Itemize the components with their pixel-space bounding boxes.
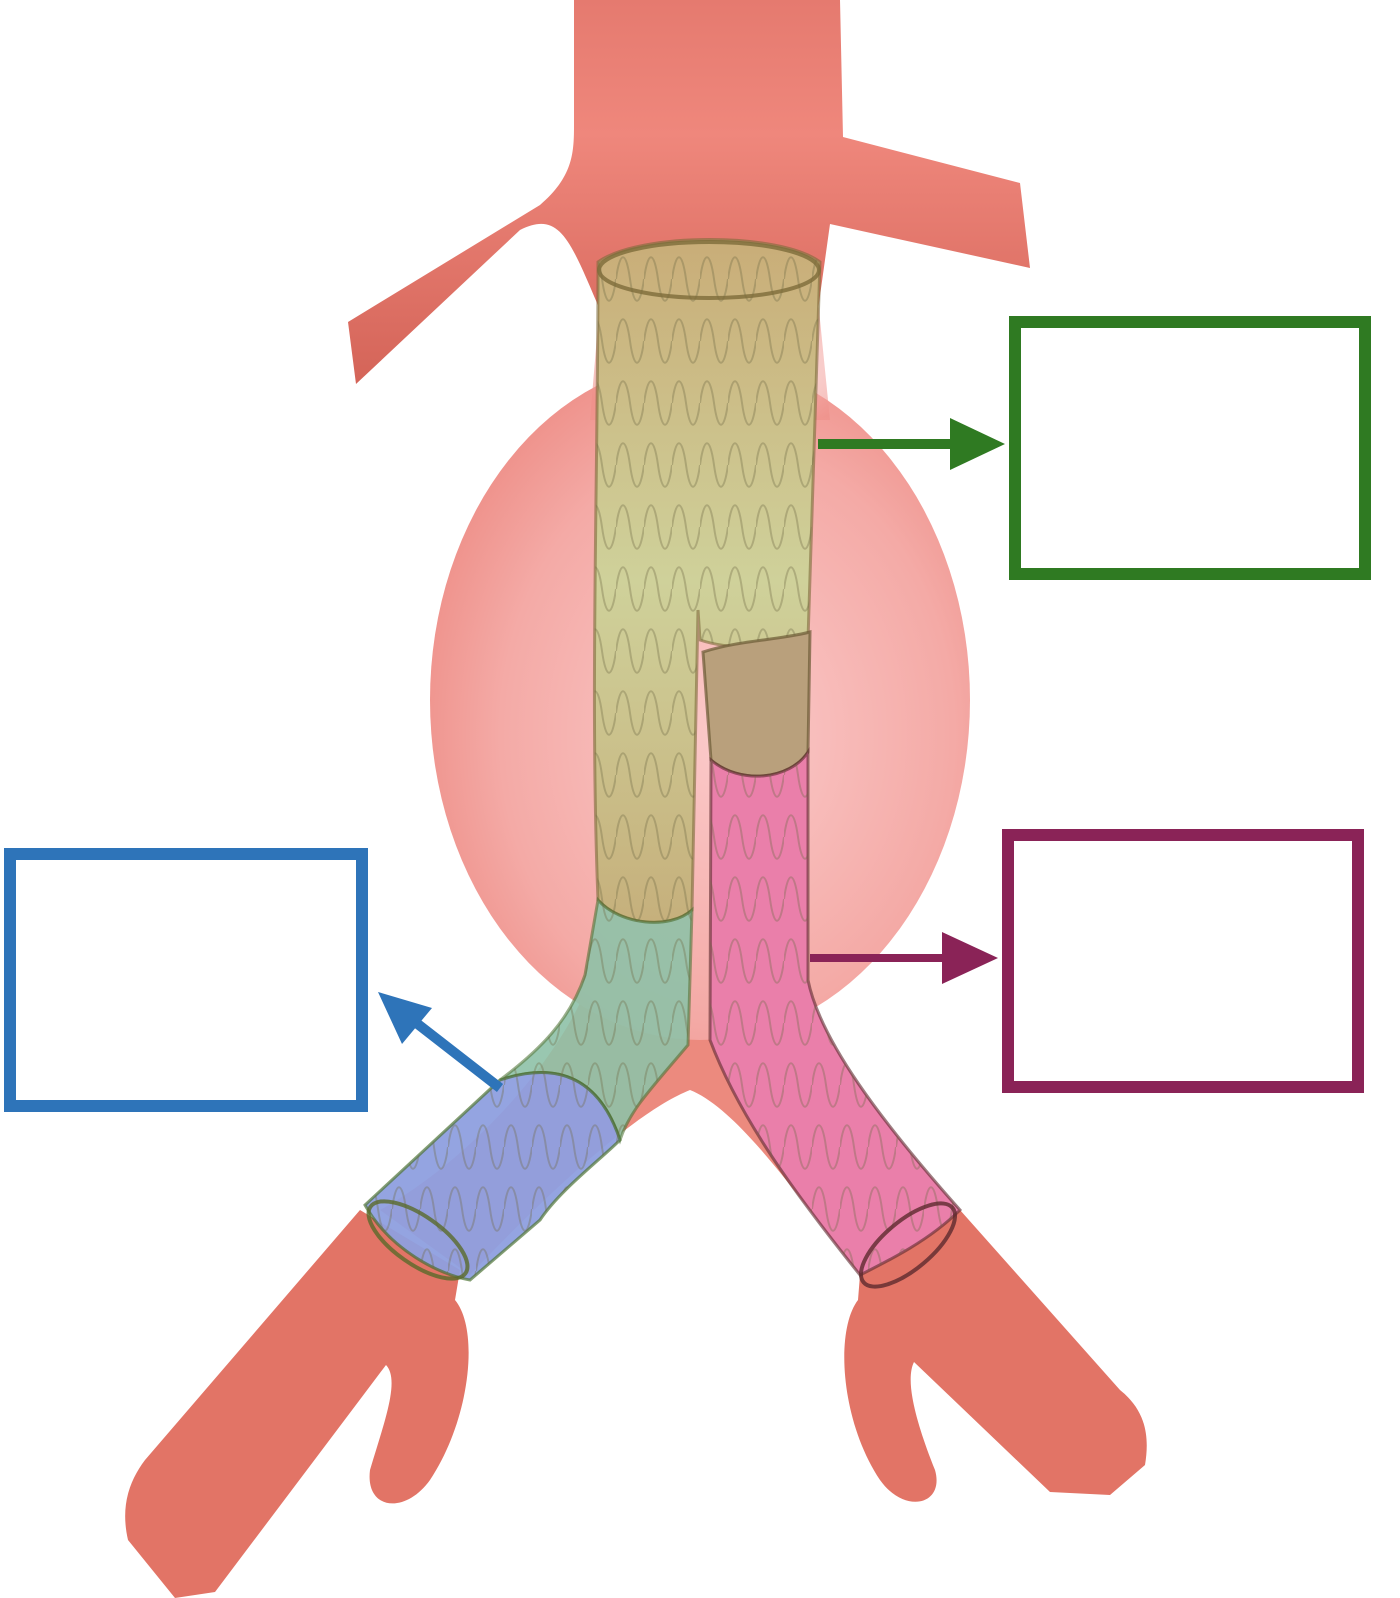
right-limb-distal-ring — [366, 1199, 470, 1281]
main-body-label-box — [1009, 316, 1371, 580]
main-body-top-ring — [597, 240, 821, 300]
left-iliac-limb-graft — [708, 746, 963, 1289]
left-limb-arrow — [378, 992, 504, 1092]
aorta-trunk — [348, 0, 1030, 384]
main-body-arrow — [818, 418, 1005, 470]
main-body-graft — [592, 238, 822, 924]
contralateral-gate — [701, 630, 812, 778]
left-limb-distal-ring — [858, 1201, 958, 1289]
right-iliac-limb-graft — [363, 896, 694, 1282]
left-iliac-vessel — [844, 1210, 1147, 1502]
aneurysm-sac — [430, 360, 970, 1040]
right-limb-arrow — [810, 932, 998, 984]
right-iliac-vessel — [125, 1210, 469, 1598]
left-limb-label-box — [4, 848, 368, 1112]
right-limb-label-box — [1002, 829, 1364, 1093]
